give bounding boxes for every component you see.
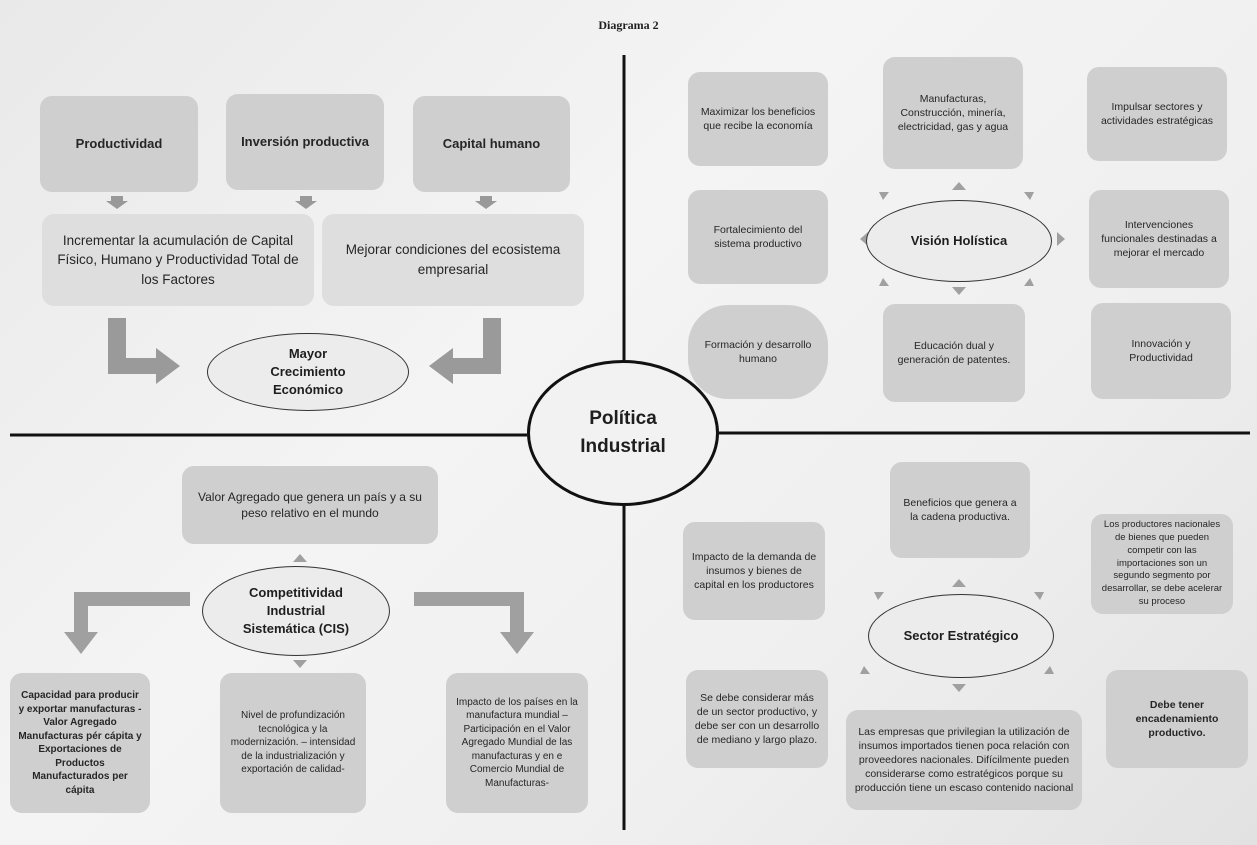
bent-arrow-cis-left xyxy=(64,592,190,654)
down-arrow-1 xyxy=(106,196,128,209)
innovacion-box: Innovación y Productividad xyxy=(1091,303,1231,399)
crecimiento-line1: Mayor xyxy=(288,345,328,361)
capacidad-box: Capacidad para producir y exportar manuf… xyxy=(10,673,150,813)
nivel-profundizacion-box: Nivel de profundización tecnológica y la… xyxy=(220,673,366,813)
up-arrow-cis xyxy=(293,554,307,562)
crecimiento-ellipse: Mayor Crecimiento Económico xyxy=(207,333,409,411)
bent-arrow-cis-right xyxy=(414,592,534,654)
down-arrow-3 xyxy=(475,196,497,209)
acumulacion-box: Incrementar la acumulación de Capital Fí… xyxy=(42,214,314,306)
educacion-box: Educación dual y generación de patentes. xyxy=(883,304,1025,402)
cis-line1: Competitividad xyxy=(249,584,343,600)
impacto-demanda-box: Impacto de la demanda de insumos y biene… xyxy=(683,522,825,620)
valor-agregado-box: Valor Agregado que genera un país y a su… xyxy=(182,466,438,544)
sector-estrategico-ellipse: Sector Estratégico xyxy=(868,594,1054,678)
inversion-productiva-box: Inversión productiva xyxy=(226,94,384,190)
beneficios-box: Beneficios que genera a la cadena produc… xyxy=(890,462,1030,558)
ecosistema-box: Mejorar condiciones del ecosistema empre… xyxy=(322,214,584,306)
bent-arrow-left xyxy=(108,318,180,384)
impulsar-box: Impulsar sectores y actividades estratég… xyxy=(1087,67,1227,161)
down-arrow-cis xyxy=(293,660,307,668)
crecimiento-line3: Económico xyxy=(272,382,344,398)
capital-humano-box: Capital humano xyxy=(413,96,570,192)
crecimiento-line2: Crecimiento xyxy=(270,363,346,379)
cis-ellipse: Competitividad Industrial Sistemática (C… xyxy=(202,566,390,656)
cis-line3: Sistemática (CIS) xyxy=(242,621,350,637)
empresas-box: Las empresas que privilegian la utilizac… xyxy=(846,710,1082,810)
center-line1: Política xyxy=(589,408,657,430)
sector-arrows xyxy=(860,579,1054,692)
down-arrow-2 xyxy=(295,196,317,209)
impacto-paises-box: Impacto de los países en la manufactura … xyxy=(446,673,588,813)
considerar-box: Se debe considerar más de un sector prod… xyxy=(686,670,828,768)
diagram-title: Diagrama 2 xyxy=(598,18,659,32)
center-line2: Industrial xyxy=(580,436,666,457)
vision-holistica-ellipse: Visión Holística xyxy=(866,200,1052,282)
bent-arrow-right xyxy=(429,318,501,384)
encadenamiento-box: Debe tener encadenamiento productivo. xyxy=(1106,670,1248,768)
formacion-box: Formación y desarrollo humano xyxy=(688,305,828,399)
politica-industrial-ellipse: Política Industrial xyxy=(527,360,719,506)
productividad-box: Productividad xyxy=(40,96,198,192)
manufacturas-box: Manufacturas, Construcción, minería, ele… xyxy=(883,57,1023,169)
intervenciones-box: Intervenciones funcionales destinadas a … xyxy=(1089,190,1229,288)
productores-nacionales-box: Los productores nacionales de bienes que… xyxy=(1091,514,1233,614)
maximizar-box: Maximizar los beneficios que recibe la e… xyxy=(688,72,828,166)
cis-line2: Industrial xyxy=(266,602,326,618)
fortalecimiento-box: Fortalecimiento del sistema productivo xyxy=(688,190,828,284)
